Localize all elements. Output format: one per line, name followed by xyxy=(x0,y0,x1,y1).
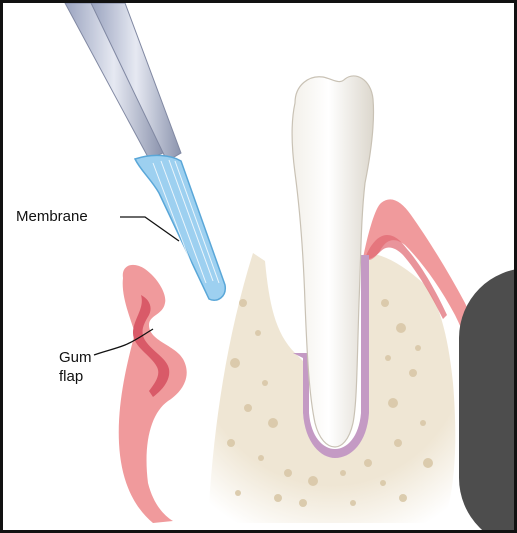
gum-flap-label-line2: flap xyxy=(59,367,83,386)
forceps-lower xyxy=(91,3,181,161)
gum-flap-label-line1: Gum xyxy=(59,348,92,367)
dental-diagram xyxy=(3,3,517,533)
membrane-label: Membrane xyxy=(16,207,88,226)
overlay-panel xyxy=(459,268,517,533)
membrane-leader-line xyxy=(120,217,179,241)
